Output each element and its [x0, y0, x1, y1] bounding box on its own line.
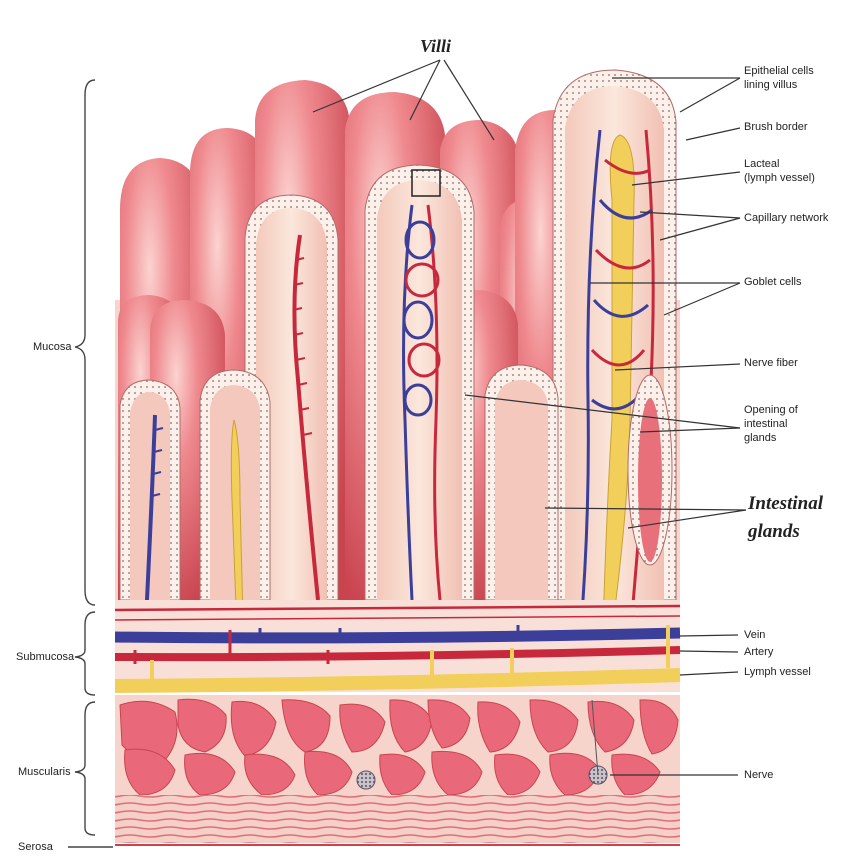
- intestinal-glands-label-line2: glands: [748, 520, 800, 544]
- lacteal-label-line1: Lacteal: [744, 158, 779, 171]
- villi-title: Villi: [420, 36, 451, 57]
- intestinal-glands-label-line1: Intestinal: [748, 492, 823, 516]
- lacteal-label-line2: (lymph vessel): [744, 172, 815, 185]
- nerve-fiber-label: Nerve fiber: [744, 357, 798, 370]
- goblet-cells-label: Goblet cells: [744, 276, 801, 289]
- vein-label: Vein: [744, 629, 765, 642]
- opening-label-line3: glands: [744, 432, 776, 445]
- epithelial-label-line1: Epithelial cells: [744, 65, 814, 78]
- nerve-label: Nerve: [744, 769, 773, 782]
- epithelial-label-line2: lining villus: [744, 79, 797, 92]
- muscularis-label: Muscularis: [18, 766, 71, 779]
- opening-label-line1: Opening of: [744, 404, 798, 417]
- capillary-network-label: Capillary network: [744, 212, 828, 225]
- brush-border-label: Brush border: [744, 121, 808, 134]
- opening-label-line2: intestinal: [744, 418, 787, 431]
- submucosa-label: Submucosa: [16, 651, 74, 664]
- mucosa-label: Mucosa: [33, 341, 72, 354]
- serosa-label: Serosa: [18, 841, 53, 854]
- lymph-vessel-label: Lymph vessel: [744, 666, 811, 679]
- artery-label: Artery: [744, 646, 773, 659]
